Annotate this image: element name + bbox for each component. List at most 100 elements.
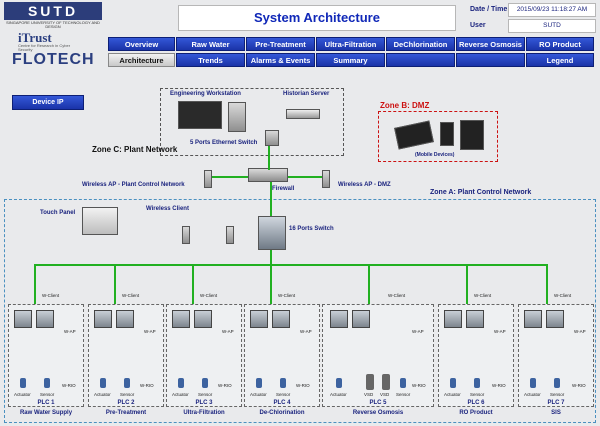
- five-port-switch-label: 5 Ports Ethernet Switch: [190, 140, 258, 146]
- stage-sis: SIS: [551, 410, 561, 416]
- wireless-client-2-icon: [226, 226, 234, 244]
- plc-7-label: PLC 7: [547, 400, 565, 406]
- nav-dechlorination[interactable]: DeChlorination: [386, 37, 455, 51]
- w-ap-label: W-AP: [64, 329, 76, 334]
- w-client-label: W-Client: [554, 293, 572, 298]
- actuator-label: Actuator: [94, 392, 111, 397]
- phone-icon: [440, 122, 454, 146]
- plc-rack-icon: [524, 310, 542, 328]
- actuator-icon: [100, 378, 106, 388]
- nav-summary[interactable]: Summary: [316, 53, 385, 67]
- sutd-subtitle: SINGAPORE UNIVERSITY OF TECHNOLOGY AND D…: [6, 20, 100, 29]
- plc-6-label: PLC 6: [467, 400, 485, 406]
- sensor-label: Sensor: [276, 392, 291, 397]
- actuator-icon: [178, 378, 184, 388]
- plc-3-label: PLC 3: [195, 400, 213, 406]
- nav-empty-1[interactable]: [386, 53, 455, 67]
- drop-line: [114, 264, 116, 304]
- firewall-line: [270, 182, 272, 216]
- zone-b-box: [378, 111, 498, 162]
- plc-2-label: PLC 2: [117, 400, 135, 406]
- nav-reverse-osmosis[interactable]: Reverse Osmosis: [456, 37, 525, 51]
- vsd-label: VSD: [364, 392, 374, 397]
- zone-a-box: [4, 199, 596, 423]
- nav-empty-2[interactable]: [456, 53, 525, 67]
- w-rio-label: W-RIO: [492, 383, 506, 388]
- nav-ultra-filtration[interactable]: Ultra-Filtration: [316, 37, 385, 51]
- plc-rack-icon: [546, 310, 564, 328]
- sensor-label: Sensor: [470, 392, 485, 397]
- five-port-switch-icon: [265, 130, 279, 146]
- actuator-label: Actuator: [14, 392, 31, 397]
- drop-line: [466, 264, 468, 304]
- wap-dmz-label: Wireless AP - DMZ: [338, 182, 391, 188]
- vsd-icon: [366, 374, 374, 390]
- zone-c-label: Zone C: Plant Network: [92, 145, 178, 154]
- w-ap-label: W-AP: [222, 329, 234, 334]
- w-rio-label: W-RIO: [62, 383, 76, 388]
- zone-a-label: Zone A: Plant Control Network: [430, 189, 532, 196]
- stage-reverse-osmosis: Reverse Osmosis: [352, 410, 404, 416]
- stage-pre-treatment: Pre-Treatment: [105, 410, 147, 416]
- sensor-label: Sensor: [396, 392, 411, 397]
- drop-line: [270, 264, 272, 304]
- actuator-label: Actuator: [444, 392, 461, 397]
- wap-dmz-line: [288, 176, 322, 178]
- w-client-label: W-Client: [122, 293, 140, 298]
- wap-plant-icon: [204, 170, 212, 188]
- nav-legend[interactable]: Legend: [526, 53, 594, 67]
- sensor-icon: [44, 378, 50, 388]
- page-title: System Architecture: [178, 5, 456, 31]
- actuator-icon: [256, 378, 262, 388]
- workstation-tower-icon: [228, 102, 246, 132]
- sensor-label: Sensor: [120, 392, 135, 397]
- w-client-label: W-Client: [278, 293, 296, 298]
- nav-trends[interactable]: Trends: [176, 53, 245, 67]
- flotech-logo: FLOTECH: [12, 51, 95, 68]
- touch-panel-icon: [82, 207, 118, 235]
- w-rio-label: W-RIO: [296, 383, 310, 388]
- bus-line: [34, 264, 548, 266]
- w-ap-label: W-AP: [300, 329, 312, 334]
- nav-architecture[interactable]: Architecture: [108, 53, 175, 67]
- nav-alarms-events[interactable]: Alarms & Events: [246, 53, 315, 67]
- actuator-icon: [336, 378, 342, 388]
- w-ap-label: W-AP: [494, 329, 506, 334]
- drop-line: [192, 264, 194, 304]
- plc-rack-icon: [14, 310, 32, 328]
- nav-pre-treatment[interactable]: Pre-Treatment: [246, 37, 315, 51]
- firewall-icon: [248, 168, 288, 182]
- sixteen-port-switch-icon: [258, 216, 286, 250]
- sensor-icon: [554, 378, 560, 388]
- nav-raw-water[interactable]: Raw Water: [176, 37, 245, 51]
- drop-line: [368, 264, 370, 304]
- historian-server-label: Historian Server: [283, 91, 330, 97]
- nav-overview[interactable]: Overview: [108, 37, 175, 51]
- plc-rack-icon: [172, 310, 190, 328]
- w-rio-label: W-RIO: [218, 383, 232, 388]
- vsd-icon: [382, 374, 390, 390]
- plc-rack-icon: [444, 310, 462, 328]
- drop-line: [34, 264, 36, 304]
- historian-server-icon: [286, 109, 320, 119]
- w-rio-label: W-RIO: [412, 383, 426, 388]
- date-label: Date / Time: [470, 6, 508, 13]
- vsd-label: VSD: [380, 392, 390, 397]
- nav-ro-product[interactable]: RO Product: [526, 37, 594, 51]
- sensor-label: Sensor: [198, 392, 213, 397]
- wireless-client-icon: [182, 226, 190, 244]
- stage-ultra-filtration: Ultra-Filtration: [183, 410, 225, 416]
- w-ap-label: W-AP: [144, 329, 156, 334]
- drop-line: [546, 264, 548, 304]
- w-client-label: W-Client: [200, 293, 218, 298]
- sensor-icon: [124, 378, 130, 388]
- sixteen-port-switch-label: 16 Ports Switch: [289, 226, 334, 232]
- itrust-logo: iTrust: [18, 30, 52, 45]
- w-client-label: W-Client: [474, 293, 492, 298]
- device-ip-button[interactable]: Device IP: [12, 95, 84, 110]
- firewall-label: Firewall: [272, 186, 295, 192]
- uplink-line: [268, 146, 270, 170]
- sensor-label: Sensor: [40, 392, 55, 397]
- plc-rack-icon: [250, 310, 268, 328]
- actuator-label: Actuator: [524, 392, 541, 397]
